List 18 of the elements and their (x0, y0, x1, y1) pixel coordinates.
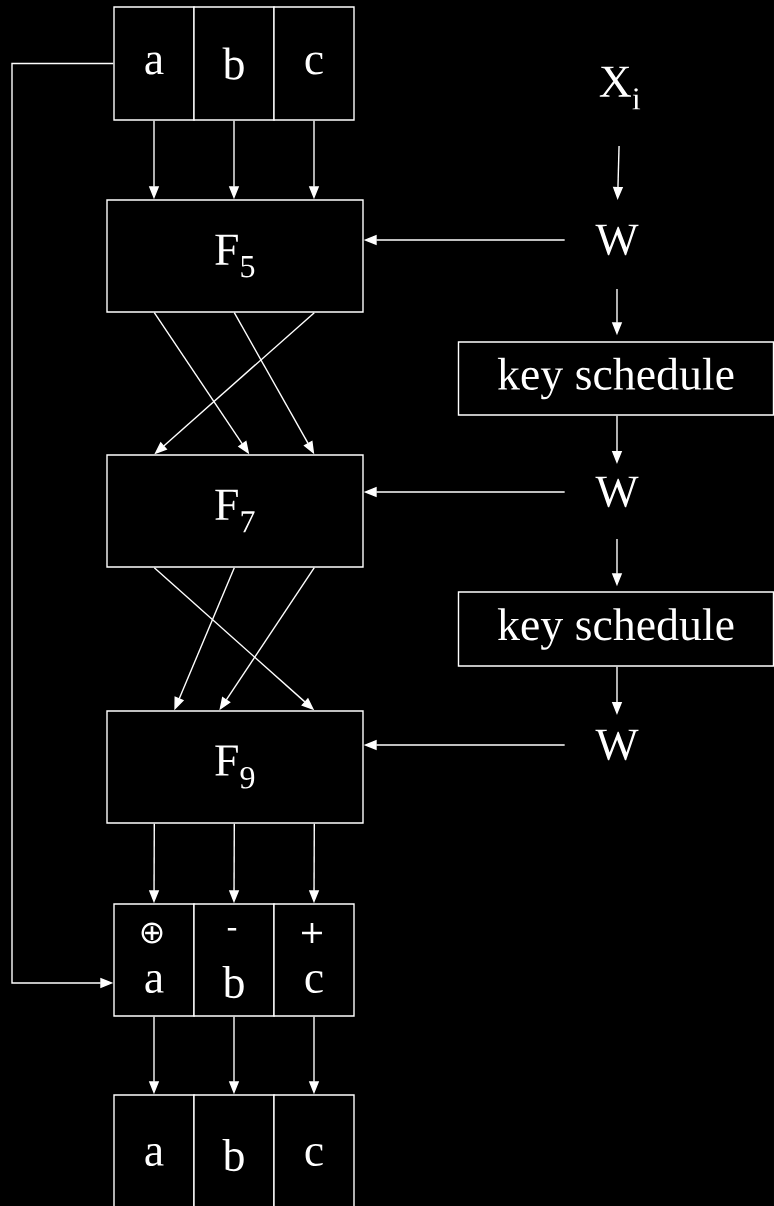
register-cell: a (113, 1094, 195, 1206)
register-cell: c (273, 6, 355, 121)
register-cell: c (273, 1094, 355, 1206)
operation-cell: ⊕ a (113, 903, 195, 1017)
register-cell: b (193, 6, 275, 121)
operation-cell: - b (193, 903, 275, 1017)
operation-cell: + c (273, 903, 355, 1017)
register-cell: a (113, 6, 195, 121)
key-schedule-box: key schedule (457, 341, 774, 416)
key-schedule-box: key schedule (457, 591, 774, 667)
register-cell: b (193, 1094, 275, 1206)
round-function-box: F$_{7}$ (106, 454, 364, 568)
round-function-box: F$_{9}$ (106, 710, 364, 824)
key-label: W (595, 224, 639, 256)
input-label: X$_{i}$ (599, 66, 641, 110)
round-function-box: F$_{5}$ (106, 199, 364, 313)
key-label: W (595, 729, 639, 761)
key-label: W (595, 476, 639, 508)
